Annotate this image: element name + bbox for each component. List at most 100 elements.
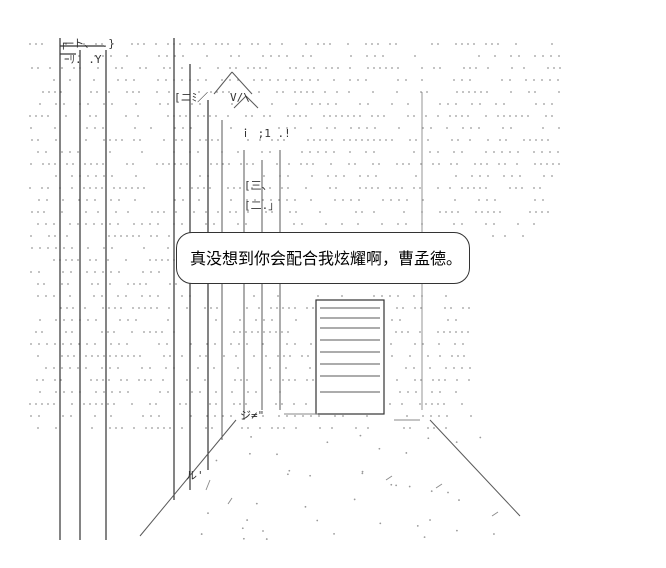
background-dot (181, 223, 183, 225)
background-dot (103, 103, 105, 105)
background-dot (485, 43, 487, 45)
background-dot (121, 355, 123, 357)
background-dot (30, 271, 32, 273)
background-dot (463, 67, 465, 69)
background-dot (139, 355, 141, 357)
background-dot (529, 211, 531, 213)
background-dot (271, 103, 273, 105)
background-dot (41, 403, 43, 405)
background-dot (215, 115, 217, 117)
background-dot (439, 103, 441, 105)
background-dot (217, 67, 219, 69)
background-dot (53, 403, 55, 405)
background-dot (149, 223, 151, 225)
background-dot (306, 91, 308, 93)
background-dot (469, 139, 471, 141)
background-dot (138, 235, 140, 237)
background-dot (239, 187, 241, 189)
background-dot (262, 530, 264, 532)
background-dot (213, 223, 215, 225)
background-dot (186, 379, 188, 381)
background-dot (168, 163, 170, 165)
background-dot (301, 355, 303, 357)
background-dot (501, 79, 503, 81)
background-dot (446, 415, 448, 417)
background-dot (233, 403, 235, 405)
background-dot (529, 139, 531, 141)
background-dot (494, 55, 496, 57)
background-dot (84, 307, 86, 309)
background-dot (415, 139, 417, 141)
background-dot (311, 175, 313, 177)
background-dot (53, 295, 55, 297)
background-dot (305, 506, 307, 508)
background-dot (71, 331, 73, 333)
background-dot (389, 187, 391, 189)
background-dot (87, 175, 89, 177)
background-dot (155, 43, 157, 45)
background-dot (468, 379, 470, 381)
background-dot (31, 67, 33, 69)
background-dot (29, 115, 31, 117)
background-dot (165, 367, 167, 369)
ascii-mark-ground: ジ≠" (240, 410, 264, 422)
background-dot (276, 91, 278, 93)
background-dot (553, 67, 555, 69)
background-dot (381, 295, 383, 297)
background-dot (102, 163, 104, 165)
background-dot (229, 79, 231, 81)
background-dot (287, 331, 289, 333)
background-dot (107, 331, 109, 333)
background-dot (373, 211, 375, 213)
background-dot (86, 127, 88, 129)
background-dot (111, 247, 113, 249)
background-dot (461, 115, 463, 117)
background-dot (29, 187, 31, 189)
background-dot (69, 223, 71, 225)
background-dot (462, 343, 464, 345)
background-dot (293, 223, 295, 225)
background-dot (299, 115, 301, 117)
background-dot (277, 79, 279, 81)
background-dot (137, 43, 139, 45)
background-dot (250, 436, 252, 438)
background-dot (94, 343, 96, 345)
background-dot (242, 527, 244, 529)
background-dot (97, 67, 99, 69)
background-dot (433, 427, 435, 429)
background-dot (462, 127, 464, 129)
background-dot (485, 115, 487, 117)
background-dot (77, 367, 79, 369)
background-dot (109, 139, 111, 141)
background-dot (447, 319, 449, 321)
background-dot (427, 437, 429, 439)
background-dot (125, 79, 127, 81)
background-dot (439, 67, 441, 69)
background-dot (294, 307, 296, 309)
background-dot (547, 67, 549, 69)
background-dot (467, 43, 469, 45)
background-dot (557, 151, 559, 153)
background-dot (181, 427, 183, 429)
background-dot (414, 379, 416, 381)
background-dot (283, 427, 285, 429)
background-dot (53, 79, 55, 81)
background-dot (456, 441, 458, 443)
background-dot (281, 43, 283, 45)
background-dot (397, 295, 399, 297)
background-dot (306, 379, 308, 381)
background-dot (269, 115, 271, 117)
background-dot (233, 331, 235, 333)
background-dot (69, 367, 71, 369)
background-dot (185, 115, 187, 117)
background-dot (389, 43, 391, 45)
background-dot (365, 79, 367, 81)
background-dot (275, 403, 277, 405)
background-dot (497, 43, 499, 45)
background-dot (181, 355, 183, 357)
background-dot (214, 343, 216, 345)
background-dot (462, 307, 464, 309)
background-dot (230, 415, 232, 417)
background-dot (295, 319, 297, 321)
background-dot (63, 247, 65, 249)
